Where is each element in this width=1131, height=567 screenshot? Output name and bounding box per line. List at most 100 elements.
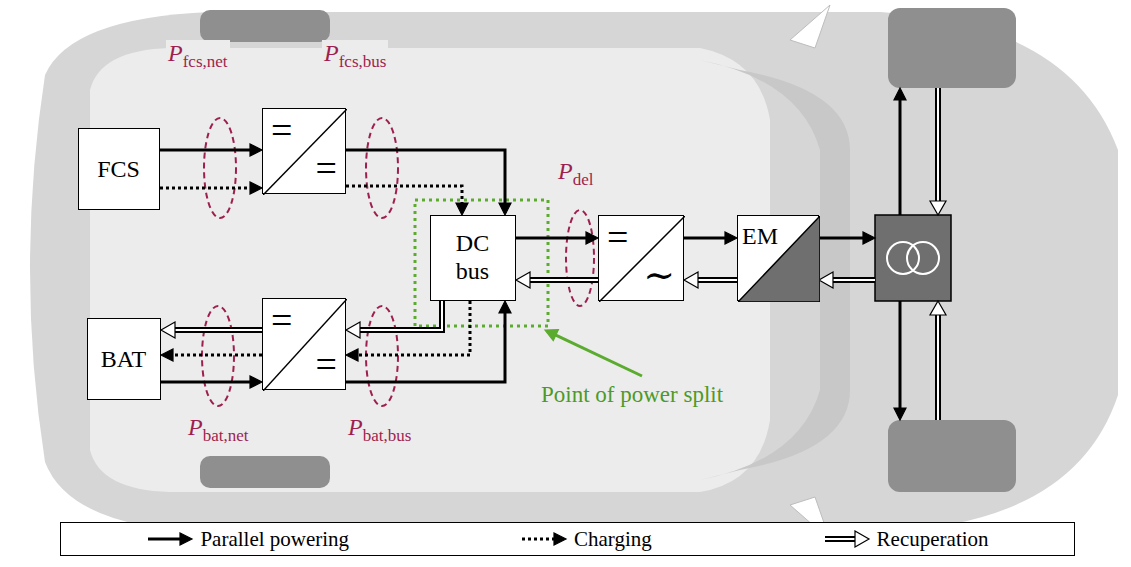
power-flow-connector (161, 349, 262, 361)
power-arrow (894, 301, 906, 420)
arrow-head (819, 272, 833, 288)
power-flow-connector (160, 182, 262, 194)
legend-entry: Charging (520, 527, 652, 552)
arrow-head (855, 531, 869, 547)
block-box: FCS (78, 128, 160, 210)
legend-text: Charging (574, 527, 652, 552)
legend-text: Recuperation (877, 527, 989, 552)
legend-sample (146, 530, 194, 548)
legend-sample (520, 530, 568, 548)
arrow-head (456, 203, 468, 215)
power-subscript: del (573, 170, 594, 189)
arrow-line (160, 187, 250, 190)
legend-text: Parallel powering (200, 527, 349, 552)
node-text: = (271, 301, 292, 339)
em-shade (738, 216, 820, 302)
power-symbol: P (558, 158, 573, 184)
arrow-head (180, 533, 192, 545)
arrow-line (346, 186, 462, 203)
arrow-line (346, 150, 505, 203)
node-text: FCS (97, 157, 140, 181)
node-text: BAT (101, 347, 146, 371)
legend-sample (823, 530, 871, 548)
arrow-head (250, 182, 262, 194)
power-arrow (148, 533, 192, 545)
arrow-head (586, 232, 598, 244)
arrow-head (161, 349, 173, 361)
arrow-head (930, 201, 946, 215)
power-flow-connector (684, 232, 737, 244)
arrow-core (173, 329, 262, 331)
arrow-head (250, 376, 262, 388)
power-symbol: P (168, 40, 183, 66)
arrow-line (160, 149, 250, 152)
arrow-head (725, 232, 737, 244)
node-text: = (316, 149, 337, 187)
diagonal-line (263, 109, 347, 195)
power-flow-connector (684, 272, 737, 288)
arrow-head (894, 408, 906, 420)
arrow-head (684, 272, 698, 288)
power-label: Pfcs,net (166, 40, 230, 66)
power-flow-connector (161, 322, 262, 338)
power-subscript: fcs,bus (339, 52, 387, 71)
arrow-line (358, 301, 470, 355)
power-flow-connector (161, 376, 262, 388)
arrow-head (346, 349, 358, 361)
power-label: Pbat,bus (346, 414, 413, 440)
power-label: Pdel (556, 158, 595, 184)
power-subscript: bat,net (203, 426, 249, 445)
arrow-head (250, 144, 262, 156)
legend-box: Parallel powering Charging Recuperation (60, 522, 1075, 556)
block-box: == (262, 298, 346, 390)
block-box: DC bus (430, 215, 516, 301)
arrow-head (554, 533, 566, 545)
node-text: = (316, 345, 337, 383)
arrow-head (863, 232, 875, 244)
arrow-line (899, 301, 902, 408)
power-arrow (894, 88, 906, 215)
arrow-head (894, 88, 906, 100)
arrow-core (696, 279, 737, 281)
power-arrow (930, 301, 946, 420)
diagonal-line (263, 299, 347, 391)
power-arrow (819, 232, 875, 244)
node-text: = (607, 218, 628, 256)
power-flow-connector (346, 301, 511, 382)
power-symbol: P (324, 40, 339, 66)
arrow-head (499, 203, 511, 215)
power-symbol: P (348, 414, 363, 440)
arrow-core (937, 313, 939, 420)
legend-entry: Parallel powering (146, 527, 349, 552)
power-flow-connector (346, 150, 511, 215)
arrow-line (819, 237, 863, 240)
arrow-line (556, 335, 642, 376)
power-flow-connector (160, 144, 262, 156)
power-flow-connector (346, 301, 470, 361)
power-arrow (930, 88, 946, 215)
arrow-line (899, 100, 902, 215)
node-text: EM (742, 224, 778, 248)
diagonal-line (599, 216, 685, 302)
power-symbol: P (188, 414, 203, 440)
arrow-core (358, 301, 442, 330)
arrow-core (831, 279, 875, 281)
arrow-head (161, 322, 175, 338)
power-label: Pfcs,bus (322, 40, 388, 66)
arrow-core (937, 88, 939, 203)
arrow-line (346, 313, 505, 382)
power-flow-connector (516, 232, 598, 244)
power-arrow (522, 533, 566, 545)
arrow-head (516, 272, 530, 288)
arrow-line (684, 237, 725, 240)
arrow-line (173, 354, 262, 357)
legend-entry: Recuperation (823, 527, 989, 552)
power-split-note: Point of power split (538, 382, 726, 407)
node-text: ∼ (643, 256, 675, 294)
power-flow-connector (346, 186, 468, 215)
power-arrow (545, 330, 642, 376)
arrow-line (161, 381, 250, 384)
arrow-head (930, 301, 946, 315)
